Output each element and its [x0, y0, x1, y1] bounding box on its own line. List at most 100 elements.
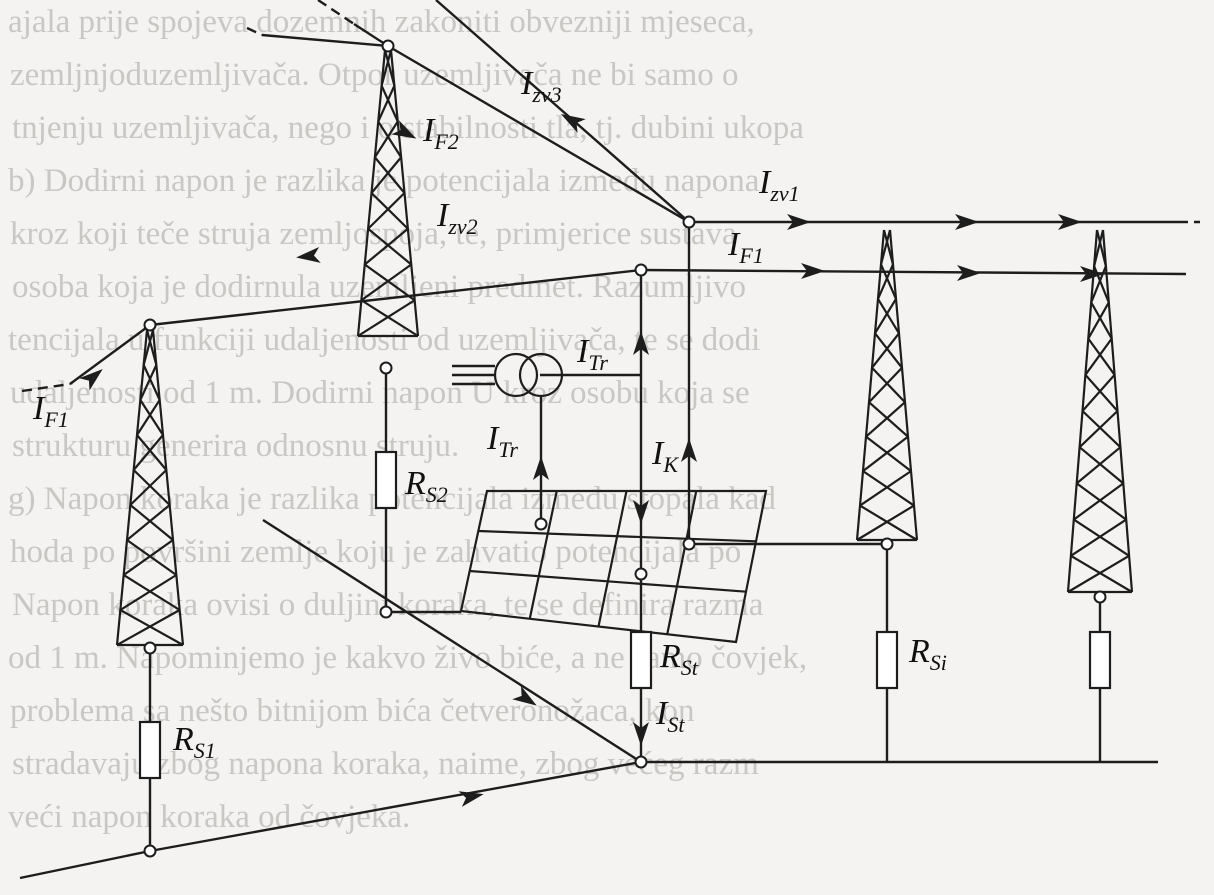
tower-brace	[370, 156, 402, 194]
label-r-si: RSi	[908, 633, 947, 675]
tower-brace	[374, 156, 406, 194]
grid-line	[528, 490, 558, 619]
background-text-line: problema sa nešto bitnijom bića četveron…	[10, 693, 695, 729]
junction-node	[634, 755, 648, 769]
tower-brace	[360, 299, 419, 337]
current-arrow	[1058, 214, 1082, 230]
tower-brace	[882, 229, 895, 265]
label-i-f2: IF2	[422, 112, 459, 154]
junction-node	[634, 263, 648, 277]
tower-brace	[1067, 554, 1130, 593]
tower-brace	[1078, 446, 1125, 485]
current-arrow	[955, 214, 979, 230]
label-i-tr-left: ITr	[486, 420, 518, 462]
tower-brace	[367, 192, 406, 230]
tower-right-2	[1066, 229, 1134, 594]
tower-brace	[132, 434, 164, 471]
current-arrow	[633, 722, 649, 746]
tower-right-1	[855, 229, 919, 542]
tower-brace	[868, 367, 903, 403]
junction-node	[1093, 590, 1107, 604]
grid-line	[478, 529, 757, 543]
tower-brace	[874, 298, 897, 334]
current-arrow	[296, 246, 321, 263]
background-text-line: ajala prije spojeva dozemnih zakoniti ob…	[8, 4, 755, 40]
tower-brace	[126, 539, 177, 576]
tower-brace	[123, 539, 174, 576]
junction-node	[381, 39, 395, 53]
tower-brace	[1087, 337, 1116, 376]
resistor-s1	[138, 720, 162, 780]
tower-brace	[129, 504, 174, 541]
tower-brace	[1070, 518, 1127, 557]
tower-brace	[876, 264, 895, 300]
resistor-si	[875, 630, 899, 690]
background-text: ajala prije spojeva dozemnih zakoniti ob…	[8, 4, 807, 835]
tower-brace	[380, 49, 393, 87]
tower-brace	[119, 609, 184, 646]
tower-brace	[129, 469, 168, 506]
tower-brace	[383, 49, 396, 87]
label-r-s1: RS1	[172, 721, 216, 763]
current-arrow	[787, 214, 811, 230]
tower-brace	[1075, 446, 1122, 485]
current-arrow	[79, 369, 103, 391]
current-arrow	[458, 791, 484, 807]
tower-brace	[1087, 301, 1110, 340]
arrows	[79, 114, 1104, 807]
junction-node	[682, 215, 696, 229]
tower-brace	[1093, 229, 1105, 267]
grid-line	[597, 490, 628, 627]
nodes	[143, 39, 1107, 858]
tower-brace	[119, 574, 177, 611]
label-i-zv3: Izv3	[520, 65, 562, 107]
tower-brace	[145, 329, 158, 366]
tower-brace	[360, 263, 412, 302]
label-i-k: IK	[651, 435, 679, 477]
tower-middle	[356, 49, 420, 338]
grid-line	[666, 490, 698, 635]
label-i-zv2: Izv2	[436, 197, 478, 239]
tower-brace	[367, 227, 412, 266]
tower-brace	[859, 470, 912, 507]
current-arrow	[681, 438, 697, 462]
tower-brace	[142, 329, 155, 366]
label-i-st: ISt	[655, 695, 685, 737]
tower-brace	[1081, 410, 1122, 448]
background-text-line: tnjenju uzemljivača, nego i o stabilnost…	[12, 110, 804, 146]
tower-brace	[856, 504, 915, 541]
tower-brace	[139, 364, 158, 401]
tower-leg	[855, 229, 886, 541]
label-i-f1-right: IF1	[727, 226, 764, 268]
tower-brace	[1095, 229, 1107, 267]
tower-brace	[377, 120, 403, 158]
transformer-symbol	[452, 352, 564, 398]
junction-node	[880, 537, 894, 551]
label-r-s2: RS2	[404, 465, 448, 507]
tower-brace	[1084, 374, 1119, 412]
tower-brace	[879, 229, 892, 265]
grid-line	[469, 569, 747, 593]
tower-brace	[865, 435, 912, 472]
tower-brace	[877, 298, 900, 334]
current-arrow	[391, 120, 417, 139]
tower-brace	[859, 504, 918, 541]
tower-leg	[888, 229, 919, 541]
junction-node	[379, 361, 393, 375]
tower-brace	[1070, 554, 1133, 593]
current-arrow	[633, 500, 649, 524]
tower-brace	[132, 469, 171, 506]
current-arrow	[560, 114, 586, 133]
tower-brace	[1090, 301, 1113, 340]
current-arrow	[801, 263, 825, 279]
tower-brace	[1073, 482, 1124, 521]
tower-brace	[142, 364, 161, 401]
tower-left	[115, 329, 185, 647]
tower-brace	[357, 299, 416, 337]
tower-brace	[364, 227, 409, 266]
tower-brace	[1084, 337, 1113, 376]
junction-node	[143, 641, 157, 655]
label-i-zv1: Izv1	[758, 164, 800, 206]
